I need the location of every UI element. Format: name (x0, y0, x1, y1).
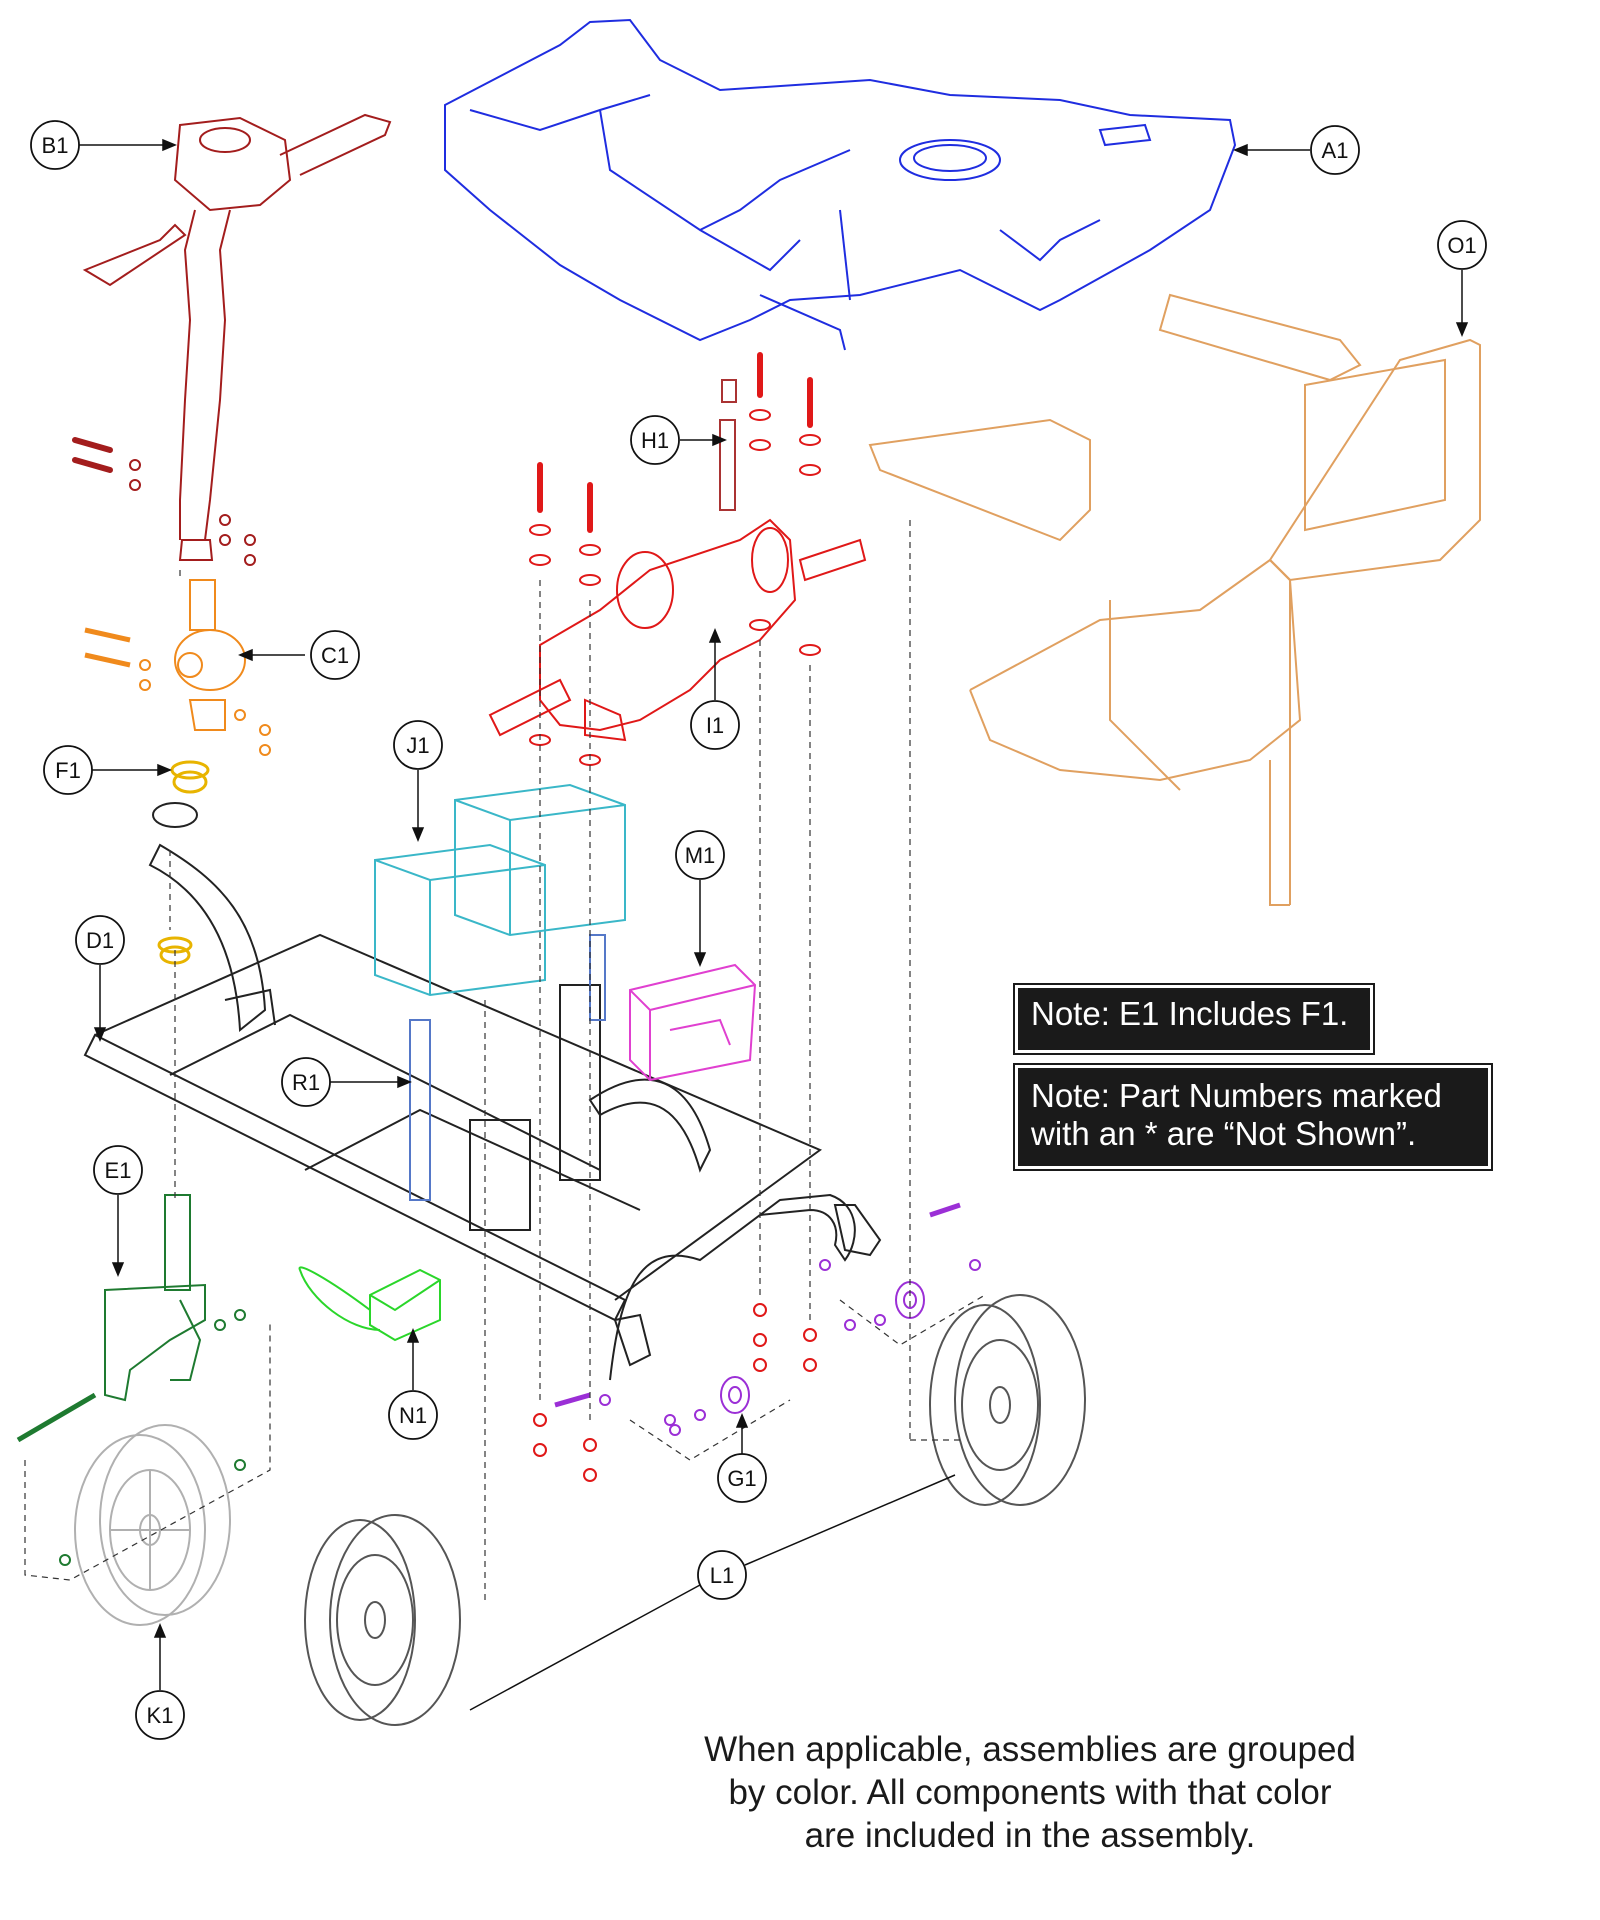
callout-r1: R1 (281, 1057, 331, 1107)
rear-wheels-l1 (304, 1294, 1086, 1726)
shroud-a1 (444, 18, 1237, 351)
transaxle-screws (537, 352, 813, 533)
controller-m1 (629, 963, 757, 1082)
callout-n1: N1 (388, 1390, 438, 1440)
callout-label: H1 (641, 428, 669, 453)
footnote-line2: by color. All components with that color (728, 1773, 1332, 1812)
note-text-line2: with an * are “Not Shown”. (1031, 1115, 1417, 1152)
callout-label: D1 (86, 928, 114, 953)
frame-d1 (83, 802, 882, 1381)
callout-l1: L1 (697, 1550, 747, 1600)
footnote-line1: When applicable, assemblies are grouped (704, 1730, 1356, 1769)
callout-label: M1 (685, 843, 716, 868)
transaxle-i1 (488, 518, 867, 742)
note-not-shown-parts: Note: Part Numbers marked with an * are … (1013, 1063, 1493, 1171)
footnote-line3: are included in the assembly. (804, 1816, 1256, 1855)
swivel-c1 (84, 579, 271, 756)
batteries-j1 (374, 783, 626, 997)
callout-a1: A1 (1310, 125, 1360, 175)
callout-k1: K1 (135, 1690, 185, 1740)
callout-label: B1 (42, 133, 69, 158)
tiller-screws (72, 437, 256, 566)
callout-label: L1 (710, 1563, 734, 1588)
callout-leaders (78, 138, 1469, 1711)
callout-b1: B1 (30, 120, 80, 170)
charger-n1 (298, 1266, 441, 1342)
bushing-f1 (157, 760, 210, 965)
callout-label: R1 (292, 1070, 320, 1095)
callout-d1: D1 (75, 915, 125, 965)
callout-label: K1 (147, 1703, 174, 1728)
callout-g1: G1 (717, 1453, 767, 1503)
callout-label: F1 (55, 758, 81, 783)
callout-e1: E1 (93, 1145, 143, 1195)
callout-j1: J1 (393, 720, 443, 770)
callout-c1: C1 (310, 630, 360, 680)
note-text: Note: E1 Includes F1. (1031, 995, 1349, 1032)
callout-label: G1 (727, 1466, 756, 1491)
assembly-guide-lines (24, 520, 986, 1600)
strap-r1 (409, 934, 606, 1201)
seat-o1 (868, 293, 1481, 906)
callout-label: N1 (399, 1403, 427, 1428)
callout-m1: M1 (675, 830, 725, 880)
front-wheel-k1 (74, 1424, 231, 1626)
bracket-h1 (719, 379, 737, 511)
tiller-b1 (82, 113, 392, 561)
callout-label: J1 (406, 733, 429, 758)
callout-label: E1 (105, 1158, 132, 1183)
callout-o1: O1 (1437, 220, 1487, 270)
callout-label: O1 (1447, 233, 1476, 258)
note-e1-includes-f1: Note: E1 Includes F1. (1013, 983, 1375, 1055)
color-grouping-footnote: When applicable, assemblies are grouped … (660, 1728, 1400, 1857)
callout-label: I1 (706, 713, 724, 738)
fork-e1 (16, 1194, 246, 1566)
callout-f1: F1 (43, 745, 93, 795)
callout-label: C1 (321, 643, 349, 668)
callout-label: A1 (1322, 138, 1349, 163)
callout-h1: H1 (630, 415, 680, 465)
callout-i1: I1 (690, 700, 740, 750)
transaxle-washers (529, 409, 821, 1482)
note-text-line1: Note: Part Numbers marked (1031, 1077, 1442, 1114)
